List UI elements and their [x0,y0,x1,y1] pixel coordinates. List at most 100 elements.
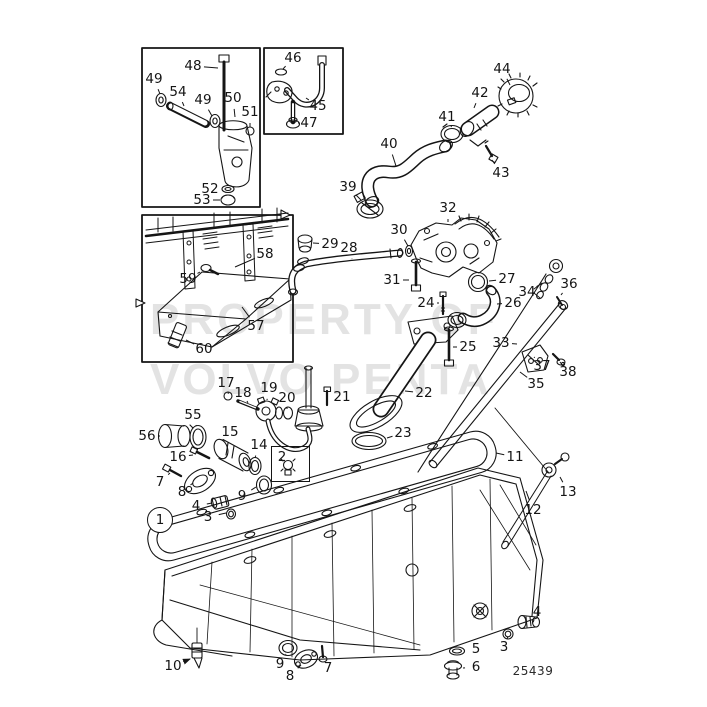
callout-9: 9 [237,488,247,504]
callout-18: 18 [234,385,252,401]
callout-57: 57 [247,318,265,334]
callout-10: 10 [164,658,182,674]
leader-3 [506,636,509,640]
part-47-bolt [285,99,301,129]
callout-51: 51 [241,104,259,120]
callout-36: 36 [560,276,578,292]
callout-45: 45 [309,98,327,114]
part-49-washer [209,113,221,129]
callout-49: 49 [194,92,212,108]
part-13-banjo-bolt [541,452,570,478]
inset-box-pipe [263,47,344,135]
callout-11: 11 [506,449,524,465]
leader-40 [391,154,397,167]
leader-23 [386,435,393,439]
callout-43: 43 [492,165,510,181]
part-39-clamp [353,191,384,219]
part-8-gasket [293,649,319,669]
callout-24: 24 [417,295,435,311]
locator-arrow-icon [280,209,291,220]
part-53-cap [220,194,236,206]
leader-45 [305,97,310,101]
leader-27 [488,279,497,282]
leader-36 [560,292,563,296]
part-23-gasket-ring [351,431,387,451]
leader-46 [282,65,286,70]
callout-31: 31 [383,272,401,288]
callout-37: 37 [533,358,551,374]
part-43-bolt [484,140,499,164]
part-27-oring [467,271,489,293]
part-59-bolt [200,263,220,276]
callout-52: 52 [201,181,219,197]
leader-57 [241,306,250,318]
leader-7 [167,472,171,476]
part-3-oring [225,508,237,520]
part-49-washer [155,92,167,108]
highlight-box-2 [271,446,310,482]
leader-4 [532,619,535,623]
leader-30 [403,239,409,247]
callout-33: 33 [492,335,510,351]
part-15-union [213,438,252,472]
leader-34 [536,283,542,287]
callout-41: 41 [438,109,456,125]
part-30-washer [404,244,414,258]
part-50-valve-body [218,120,253,188]
callout-6: 6 [471,659,481,675]
callout-15: 15 [221,424,239,440]
leader-12 [525,490,530,500]
leader-35 [519,371,528,378]
callout-30: 30 [390,222,408,238]
leader-11 [495,452,505,456]
callout-55: 55 [184,407,202,423]
part-35-dipstick-tube [428,300,569,469]
callout-29: 29 [321,236,339,252]
callout-53: 53 [193,192,211,208]
part-54-tube [166,101,210,128]
callout-42: 42 [471,85,489,101]
leader-54 [181,101,185,107]
part-20-oring [282,406,294,420]
callout-27: 27 [498,271,516,287]
leader-13 [559,476,564,483]
oil-pan [153,467,544,661]
callout-3: 3 [203,509,213,525]
part-46-clip [274,68,288,76]
callout-32: 32 [439,200,457,216]
part-32-oil-pump [410,213,502,278]
callout-4: 4 [532,604,542,620]
callout-49: 49 [145,71,163,87]
callout-8: 8 [177,484,187,500]
part-38-bolt [551,352,566,367]
leader-37 [533,356,536,359]
callout-47: 47 [300,115,318,131]
leader-50 [233,108,236,118]
part-5-oring [448,646,466,656]
callout-14: 14 [250,437,268,453]
cylinder-block-section [144,207,290,290]
callout-38: 38 [559,364,577,380]
callout-20: 20 [278,390,296,406]
callout-7: 7 [155,474,165,490]
part-18-stud [236,399,260,411]
callout-12: 12 [524,502,542,518]
leader-8 [190,482,194,486]
callout-4: 4 [191,498,201,514]
callout-8: 8 [285,668,295,684]
leader-59 [197,271,201,274]
callout-54: 54 [169,84,187,100]
part-4-plug [517,614,541,630]
callout-26: 26 [504,295,522,311]
part-6-drain-plug [443,660,463,680]
leader-58 [234,257,256,268]
callout-19: 19 [260,380,278,396]
leader-44 [506,78,511,86]
part-26-hose [447,284,501,329]
callout-50: 50 [224,90,242,106]
part-45-pipe [265,55,327,108]
leader-49 [207,109,213,117]
callout-13: 13 [559,484,577,500]
callout-39: 39 [339,179,357,195]
